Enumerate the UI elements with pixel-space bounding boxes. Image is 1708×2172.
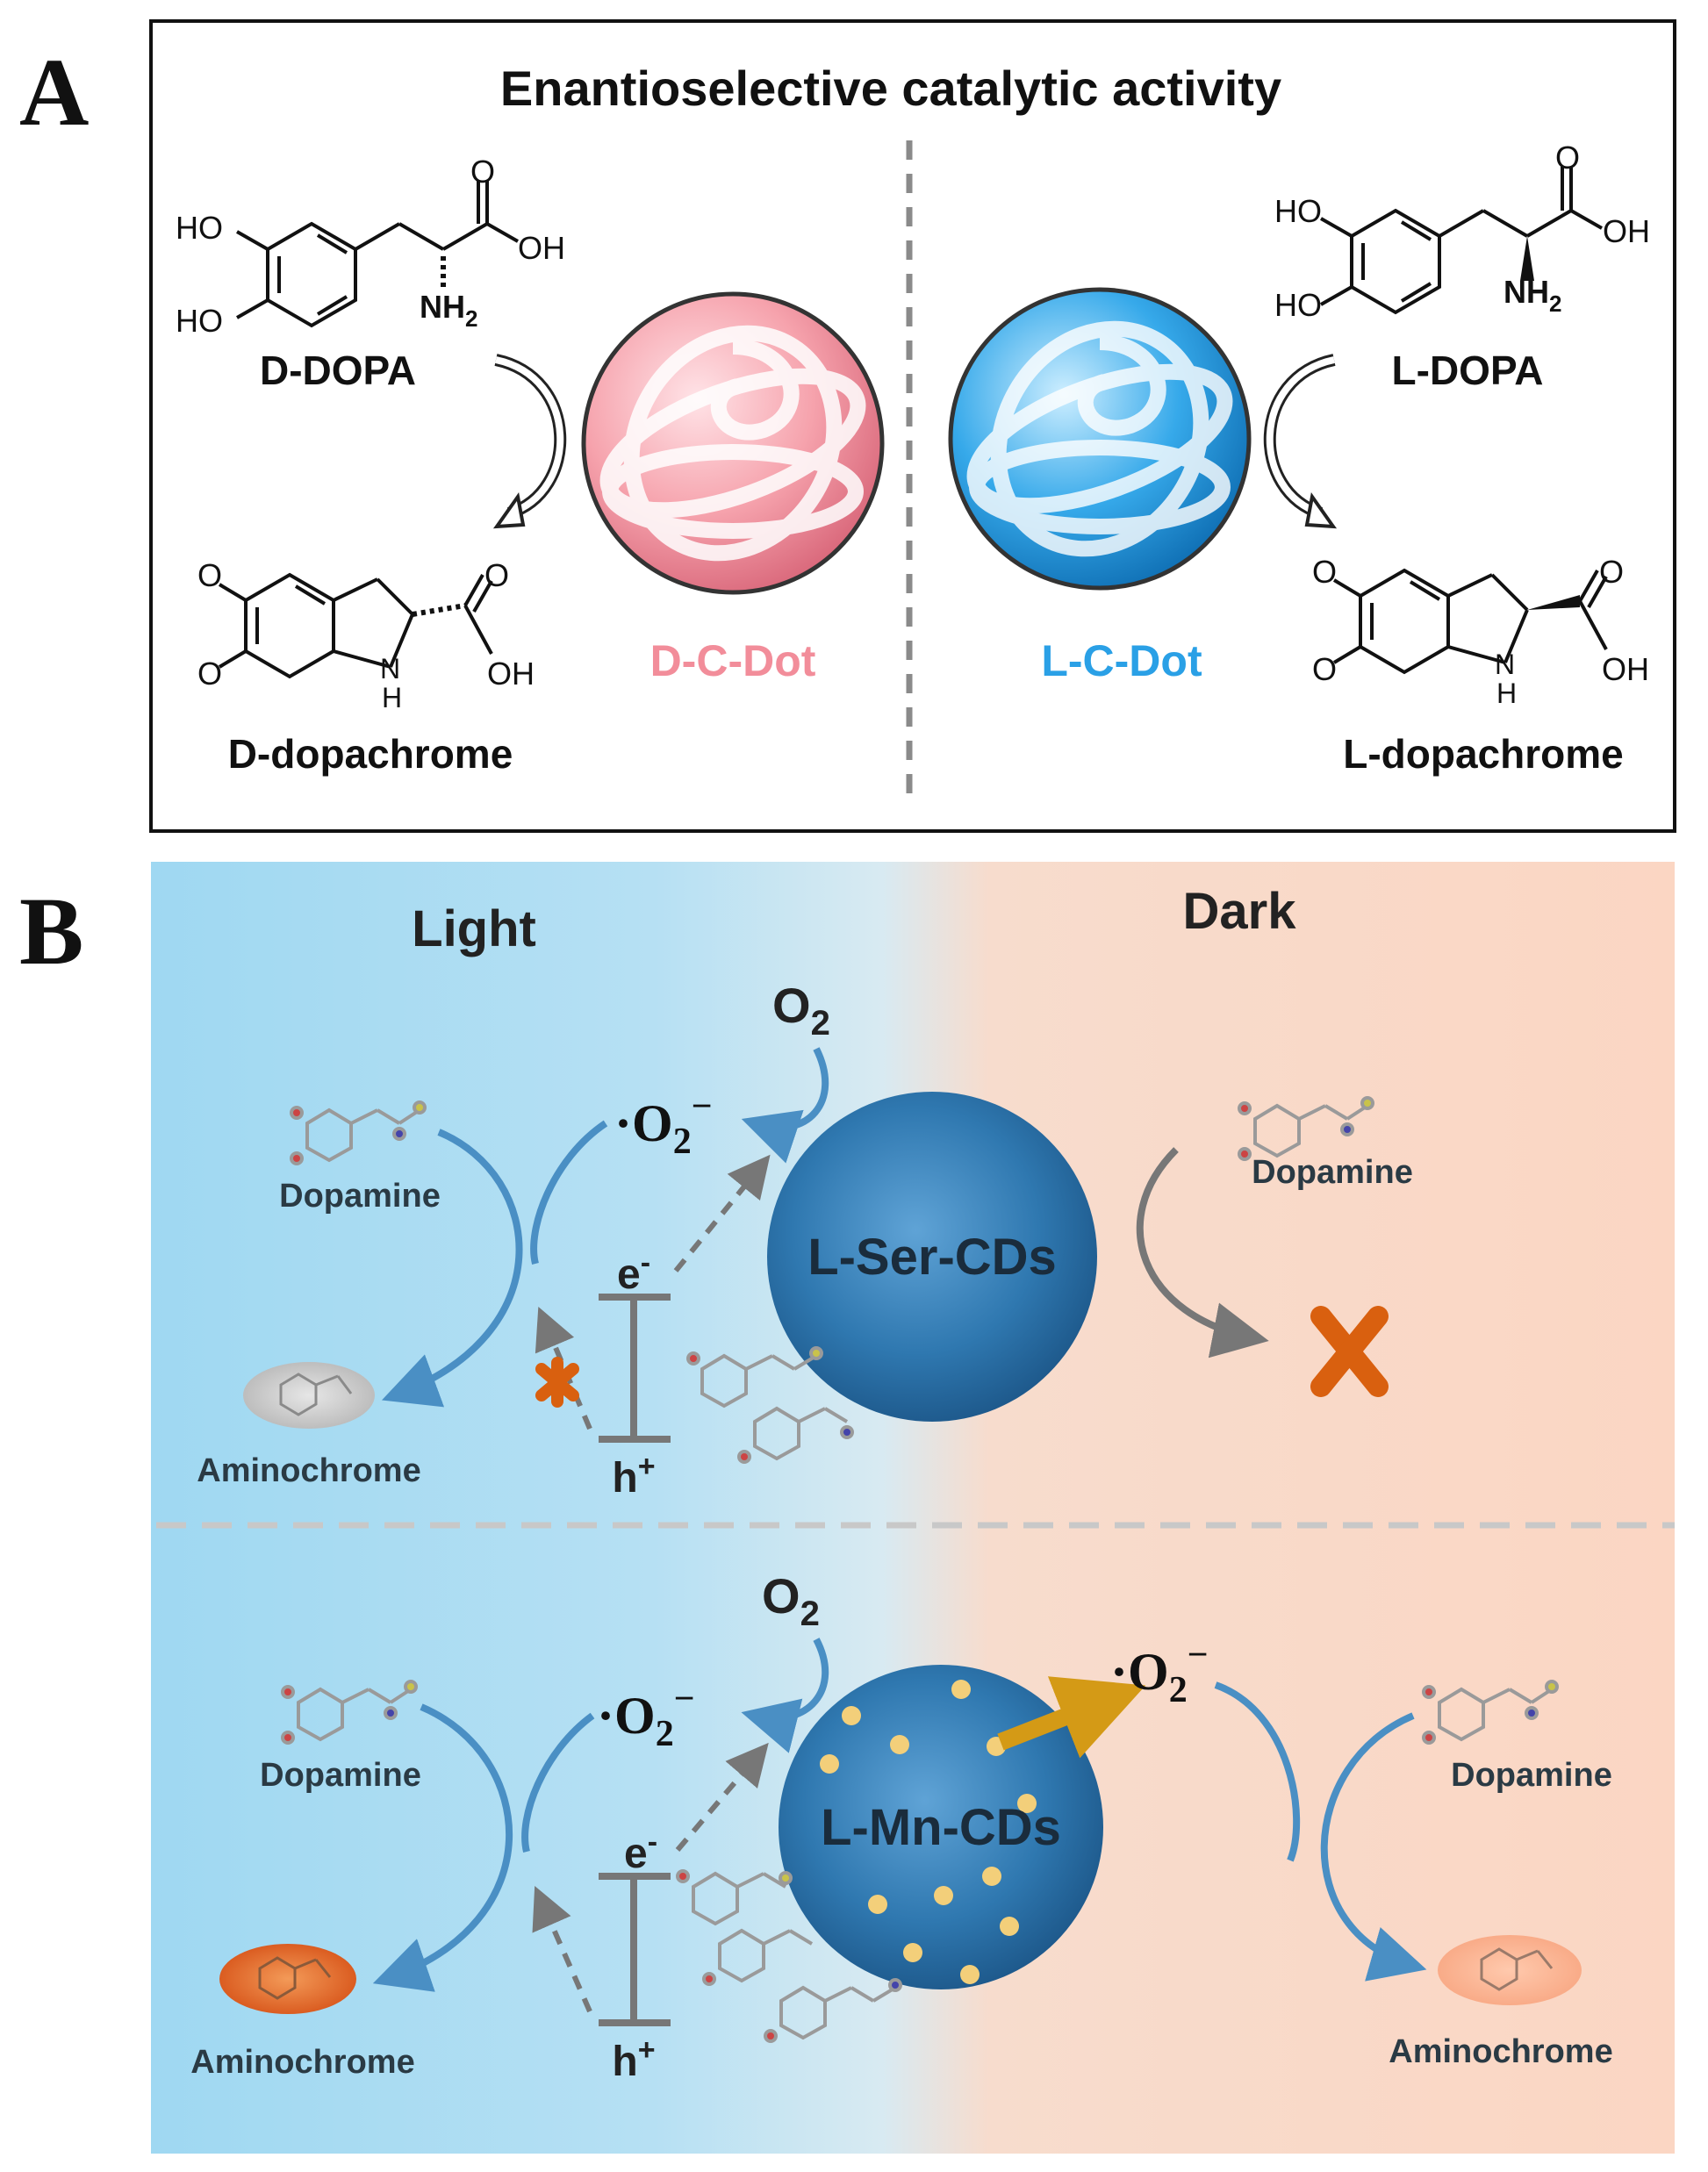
l-dopa-ho-top: HO [1274, 193, 1322, 229]
light-label: Light [412, 900, 536, 957]
l-c-dot-label: L-C-Dot [1041, 636, 1202, 685]
l-dopa-o: O [1555, 140, 1580, 176]
d-dopa-o: O [470, 154, 495, 190]
bottom-aminochrome-molecule-dark [1438, 1935, 1582, 2005]
l-dopa-structure [1320, 167, 1603, 315]
l-ser-cds-particle [767, 1092, 1097, 1422]
panel-a-frame [149, 19, 1676, 833]
d-dopachrome-o-top: O [197, 557, 222, 593]
d-dopa-ho-top: HO [176, 210, 223, 246]
l-dopachrome-n: N [1495, 649, 1515, 680]
l-ser-cds-label: L-Ser-CDs [807, 1229, 1057, 1286]
l-mn-cds-label: L-Mn-CDs [821, 1799, 1061, 1856]
d-c-dot-label: D-C-Dot [650, 636, 816, 685]
d-dopachrome-oh: OH [487, 656, 535, 692]
d-dopa-structure [236, 180, 519, 328]
l-dopachrome-oh: OH [1602, 651, 1649, 687]
bottom-superoxide-consumption-arrow [521, 1712, 595, 1853]
dark-superoxide-label: ·O2− [1110, 1635, 1209, 1710]
bottom-dopamine-molecule-left [281, 1680, 418, 1745]
mn-dopant-dots [820, 1680, 1037, 1984]
bottom-aminochrome-left-label: Aminochrome [190, 2044, 414, 2081]
bottom-aminochrome-molecule-left [219, 1944, 356, 2014]
top-hole-label: h+ [612, 1450, 655, 1502]
d-dopa-ho-bottom: HO [176, 303, 223, 339]
top-blocked-hole-icon [535, 1357, 579, 1408]
panel-b-letter: B [19, 878, 83, 985]
bottom-electron-label: e- [624, 1825, 657, 1877]
panel-b: Light Dark O2 ·O2− L-Ser-CDs e- h+ Dopam… [151, 862, 1675, 2154]
l-dopa-label: L-DOPA [1392, 348, 1544, 393]
top-superoxide-consumption-arrow [530, 1120, 608, 1265]
bottom-aminochrome-dark-label: Aminochrome [1389, 2033, 1612, 2070]
l-dopachrome-h: H [1496, 677, 1517, 709]
bottom-hole-label: h+ [612, 2033, 655, 2085]
l-c-dot-sphere [948, 287, 1252, 591]
top-dark-reaction-arrow [1136, 1147, 1269, 1358]
top-o2-label: O2 [772, 978, 830, 1043]
dark-label: Dark [1183, 883, 1297, 940]
d-dopa-nh2: NH2 [420, 289, 477, 332]
mn-superoxide-arrow [997, 1676, 1146, 1759]
l-dopa-nh2: NH2 [1503, 274, 1561, 317]
d-dopachrome-o-bottom: O [197, 656, 222, 692]
l-dopachrome-o-bottom: O [1312, 651, 1337, 687]
bottom-dopamine-molecule-dark [1422, 1680, 1559, 1745]
bottom-dopamine-dark-label: Dopamine [1451, 1757, 1612, 1794]
panel-a-title: Enantioselective catalytic activity [500, 61, 1281, 116]
l-dopa-wedge [1520, 236, 1534, 281]
top-electron-label: e- [617, 1246, 650, 1298]
top-dopamine-molecule-dark [1238, 1096, 1374, 1161]
d-dopachrome-structure [218, 572, 493, 679]
bottom-dopamine-left-label: Dopamine [260, 1757, 421, 1794]
top-no-reaction-cross-icon [1310, 1306, 1389, 1397]
l-dopachrome-structure [1332, 568, 1608, 675]
top-light-reaction-arrow [381, 1129, 523, 1408]
l-dopachrome-wedge [1527, 595, 1580, 610]
top-dopamine-dark-label: Dopamine [1252, 1154, 1413, 1191]
top-aminochrome-molecule-left [243, 1362, 375, 1429]
bottom-adsorbed-molecules [676, 1869, 902, 2043]
d-dopachrome-o-acid: O [484, 557, 509, 593]
dark-superoxide-consumption-arrow [1214, 1681, 1301, 1862]
l-dopachrome-o-top: O [1312, 554, 1337, 590]
bottom-dark-reaction-arrow [1320, 1712, 1427, 1982]
bottom-superoxide-label: ·O2− [597, 1679, 695, 1754]
panel-a: Enantioselective catalytic activity HO H… [149, 19, 1676, 833]
panel-a-letter: A [19, 39, 89, 146]
d-dopa-label: D-DOPA [260, 348, 416, 393]
bottom-light-reaction-arrow [372, 1703, 513, 1992]
bottom-hole-transfer-arrow [532, 1886, 592, 2013]
l-dopachrome-o-acid: O [1599, 554, 1624, 590]
bottom-o2-arrow [741, 1638, 829, 1753]
d-dopachrome-h: H [382, 682, 402, 713]
top-dopamine-left-label: Dopamine [279, 1178, 441, 1215]
d-c-dot-sphere [581, 291, 885, 595]
top-aminochrome-left-label: Aminochrome [197, 1452, 420, 1489]
d-dopachrome-n: N [380, 653, 400, 685]
bottom-electron-transfer-arrow [675, 1742, 769, 1852]
top-o2-arrow [741, 1047, 829, 1164]
d-dopachrome-label: D-dopachrome [228, 731, 513, 777]
bottom-o2-label: O2 [762, 1568, 820, 1633]
top-adsorbed-molecules [686, 1346, 854, 1464]
l-dopa-oh: OH [1603, 213, 1650, 249]
l-dopa-ho-bottom: HO [1274, 287, 1322, 323]
top-dopamine-molecule-left [290, 1100, 427, 1165]
l-mn-cds-particle [779, 1665, 1103, 1989]
top-superoxide-label: ·O2− [614, 1086, 713, 1162]
d-dopa-oh: OH [518, 230, 565, 266]
l-dopachrome-label: L-dopachrome [1343, 731, 1623, 777]
